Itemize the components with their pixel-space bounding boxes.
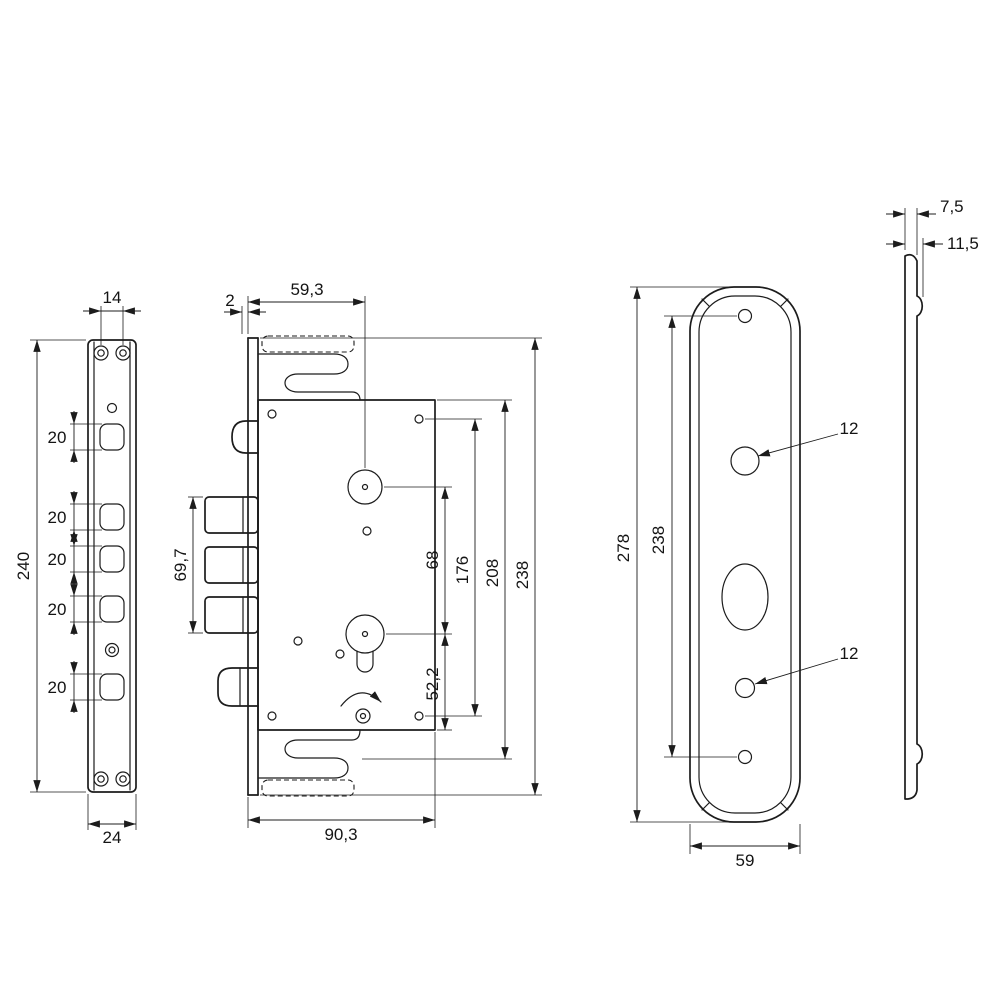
- dim-profile-thickness-total-label: 11,5: [947, 234, 979, 253]
- faceplate-outline: [87, 339, 137, 793]
- escutcheon-view: 278 238 59 12 12: [614, 286, 859, 870]
- dim-profile-thickness-base-label: 7,5: [940, 197, 964, 216]
- dim-escutcheon-hole-top-label: 12: [840, 419, 859, 438]
- dim-faceplate-cutout-1-label: 20: [48, 428, 67, 447]
- auxiliary-bolt: [231, 420, 259, 454]
- dim-body-plate-offset: 2: [224, 291, 266, 334]
- dim-faceplate-cutout-2-label: 20: [48, 508, 67, 527]
- dim-cylinder-to-bottom: 52,2: [423, 634, 452, 731]
- dim-faceplate-cutout-5-label: 20: [48, 678, 67, 697]
- dim-faceplate-cutout-3-label: 20: [48, 550, 67, 569]
- dim-bolt-span-label: 69,7: [171, 548, 190, 581]
- lock-body-outline: [257, 399, 436, 731]
- dim-faceplate-cutout-4-label: 20: [48, 600, 67, 619]
- latch-bolt: [217, 667, 259, 707]
- dim-body-backset-label: 59,3: [290, 280, 323, 299]
- dim-faceplate-cutout-4: 20: [48, 583, 102, 635]
- dim-body-width-label: 90,3: [324, 825, 357, 844]
- dim-faceplate-height-label: 240: [14, 552, 33, 580]
- dim-faceplate-cutout-2: 20: [48, 491, 102, 543]
- dim-faceplate-height: 240: [14, 339, 86, 793]
- faceplate-screw-holes-bottom: [93, 771, 131, 787]
- dim-escutcheon-width: 59: [689, 824, 801, 870]
- escutcheon-outline: [689, 286, 801, 823]
- escutcheon-corner-chamfers: [701, 298, 789, 811]
- thumb-turn: [355, 708, 371, 724]
- dim-body-height-mid-label: 208: [483, 559, 502, 587]
- dim-handle-to-cylinder: 68: [384, 486, 452, 635]
- escutcheon-holes: [721, 308, 769, 765]
- dim-body-plate-offset-label: 2: [225, 291, 234, 310]
- dim-escutcheon-width-label: 59: [736, 851, 755, 870]
- dim-cylinder-to-bottom-label: 52,2: [423, 667, 442, 700]
- profile-view: 7,5 11,5: [886, 197, 979, 800]
- lock-top-clip: [257, 335, 361, 401]
- dim-faceplate-hole-spacing: 14: [83, 288, 141, 345]
- dim-body-width: 90,3: [247, 732, 436, 844]
- dim-body-height-total: 238: [260, 337, 542, 796]
- dim-body-height-inner-label: 176: [453, 556, 472, 584]
- dim-bolt-span: 69,7: [171, 496, 203, 634]
- cylinder-hole: [345, 614, 385, 673]
- dim-body-backset: 59,3: [247, 280, 366, 468]
- dim-faceplate-cutout-5: 20: [48, 661, 102, 713]
- dim-profile-thickness-total: 11,5: [886, 234, 979, 297]
- handle-follower: [347, 469, 383, 505]
- faceplate-screw-holes-top: [93, 345, 131, 361]
- dim-faceplate-cutout-1: 20: [48, 411, 102, 463]
- dim-escutcheon-height-label: 278: [614, 534, 633, 562]
- dim-profile-thickness-base: 7,5: [886, 197, 964, 255]
- dim-escutcheon-hole-spacing: 238: [649, 315, 737, 758]
- deadbolts: [204, 496, 259, 634]
- dim-body-height-total-label: 238: [513, 561, 532, 589]
- dim-body-height-inner: 176: [425, 418, 482, 717]
- dim-faceplate-hole-spacing-label: 14: [103, 288, 122, 307]
- lock-screw-posts: [267, 409, 424, 721]
- dim-body-height-mid: 208: [362, 399, 512, 760]
- dim-escutcheon-hole-bottom: 12: [754, 644, 859, 685]
- dim-escutcheon-hole-spacing-label: 238: [649, 526, 668, 554]
- dim-escutcheon-hole-bottom-label: 12: [840, 644, 859, 663]
- faceplate-small-hole: [106, 402, 118, 414]
- dim-faceplate-width-label: 24: [103, 828, 122, 847]
- rotation-arrow-icon: [340, 691, 382, 707]
- dim-escutcheon-height: 278: [614, 286, 738, 823]
- dim-handle-to-cylinder-label: 68: [423, 551, 442, 570]
- lock-body-view: 59,3 2 69,7 68 52,2: [171, 280, 542, 844]
- dim-faceplate-cutout-3: 20: [48, 533, 102, 585]
- dim-escutcheon-hole-top: 12: [757, 419, 859, 457]
- faceplate-cutouts: [99, 423, 125, 701]
- lock-bottom-clip: [257, 729, 361, 797]
- dim-faceplate-width: 24: [87, 794, 137, 847]
- profile-outline: [904, 253, 924, 800]
- faceplate-view: 14 240 24 20 20: [14, 288, 141, 847]
- lock-forend: [247, 337, 259, 796]
